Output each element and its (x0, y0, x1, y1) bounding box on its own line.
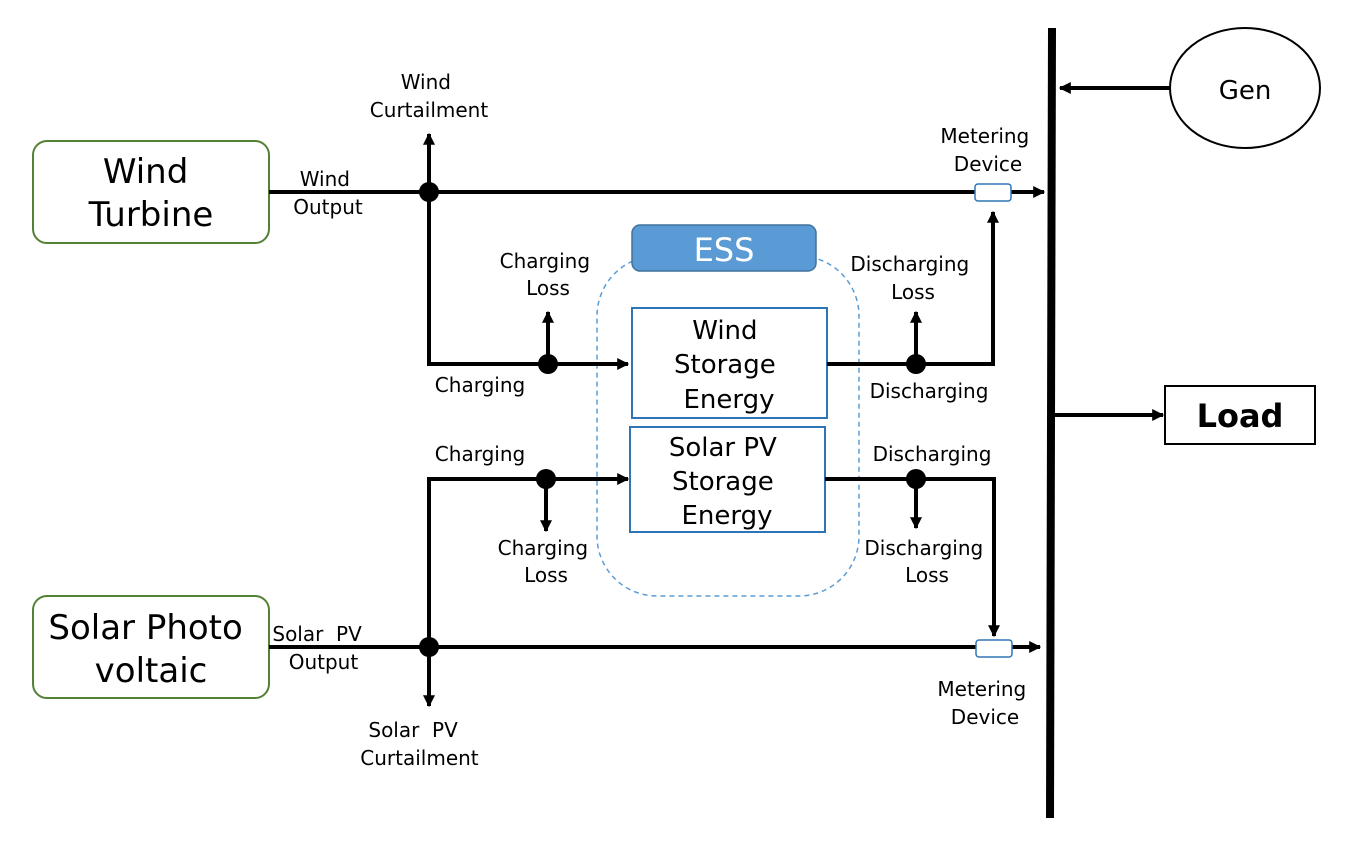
discharging-top-label: Discharging (870, 379, 989, 403)
ess-header (631, 224, 817, 272)
solar-curtailment-label: Solar PV Curtailment (0, 0, 498, 770)
load-label: Load (1197, 397, 1284, 435)
solar-pv-label: Solar Photo voltaic (48, 608, 253, 691)
charging-loss-top-label: Charging Loss (500, 249, 597, 300)
charging-loss-bottom-label: Charging Loss (498, 536, 595, 587)
gen-label: Gen (1219, 76, 1272, 106)
wind-curtailment-label: Wind Curtailment (370, 70, 489, 122)
solar-junction-dot (419, 637, 439, 657)
solar-discharging-dot (906, 469, 926, 489)
wind-discharging-line (827, 210, 999, 366)
metering-device-bottom (975, 639, 1013, 658)
solar-charging-dot (536, 469, 556, 489)
load-node (1164, 385, 1316, 445)
wind-discharging-dot (906, 354, 926, 374)
wind-output-label: Wind Output (293, 167, 363, 219)
wind-turbine-label: Wind Turbine (88, 152, 214, 235)
wind-storage-label: Wind Storage Energy (674, 316, 784, 415)
main-bus (1046, 27, 1056, 819)
wind-charging-dot (538, 354, 558, 374)
discharging-loss-bottom-label: Discharging Loss (864, 536, 989, 587)
wind-charging-line (427, 192, 630, 370)
ess-label: ESS (694, 231, 755, 269)
ess-group (596, 255, 860, 597)
solar-storage-node (629, 426, 826, 533)
metering-top-label: Metering Device (940, 124, 1035, 176)
wind-storage-node (631, 307, 828, 419)
solar-storage-label: Solar PV Storage Energy (669, 433, 785, 531)
solar-charging-line (427, 473, 630, 647)
solar-output-label: Solar PV Output (0, 0, 394, 674)
charging-bottom-label: Charging (435, 442, 525, 466)
charging-top-label: Charging (435, 373, 525, 397)
discharging-bottom-label: Discharging (873, 442, 992, 466)
metering-device-top (974, 183, 1012, 202)
discharging-loss-top-label: Discharging Loss (850, 252, 975, 304)
metering-bottom-label: Metering Device (937, 677, 1032, 729)
solar-discharging-line (825, 477, 1000, 638)
wind-junction-dot (419, 182, 439, 202)
